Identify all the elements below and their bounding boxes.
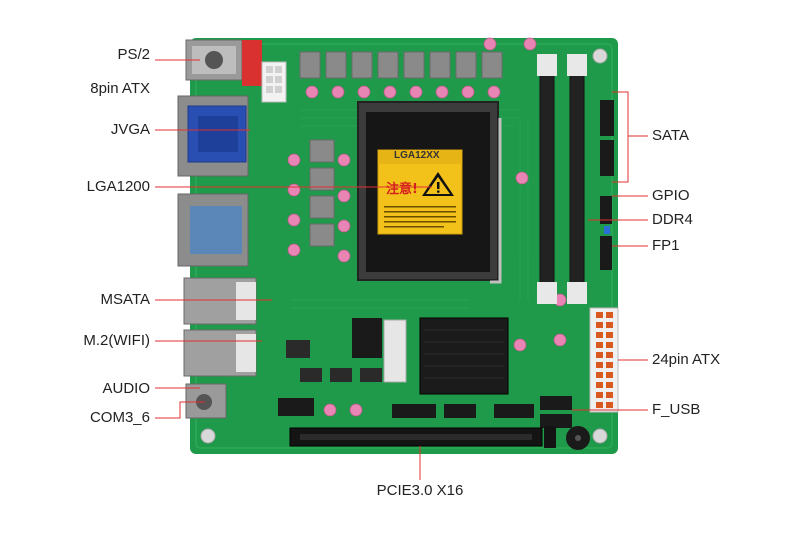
label-pcie-x16: PCIE3.0 X16 [376, 482, 464, 499]
label-24pin-atx: 24pin ATX [652, 351, 721, 368]
label-jvga: JVGA [110, 121, 150, 138]
socket-sticker-warning: 注意! [386, 182, 418, 197]
leader-lines [155, 59, 648, 480]
label-msata: MSATA [100, 291, 150, 308]
label-com3-6: COM3_6 [89, 409, 150, 426]
atx-8pin-connector [242, 40, 287, 103]
sticker-fine-print [384, 206, 456, 228]
leader-com36 [155, 401, 205, 419]
label-lga1200: LGA1200 [86, 178, 150, 195]
com-connector [177, 193, 249, 267]
leader-sata [612, 91, 629, 183]
pin-headers-bottom [278, 396, 572, 428]
capacitors [287, 37, 567, 417]
label-audio: AUDIO [102, 380, 150, 397]
atx-24pin-connector [589, 307, 619, 413]
audio-connector [185, 383, 227, 419]
label-f-usb: F_USB [652, 401, 701, 418]
pin-headers-right [600, 196, 612, 270]
pcie-x16-slot [289, 426, 556, 448]
label-ddr4: DDR4 [652, 211, 693, 228]
label-sata: SATA [652, 127, 689, 144]
warning-triangle-icon [422, 172, 454, 196]
buzzer [566, 426, 590, 450]
ps2-connector [185, 39, 243, 81]
ic-chips [286, 340, 382, 382]
label-gpio: GPIO [652, 187, 690, 204]
label-ps2: PS/2 [117, 46, 150, 63]
chipset-heatsink [419, 317, 509, 395]
ddr4-slots [537, 54, 587, 304]
vga-connector [177, 95, 249, 177]
cpu-socket-lga1200 [357, 101, 502, 284]
label-8pin-atx: 8pin ATX [90, 80, 150, 97]
socket-sticker-title: LGA12XX [394, 150, 440, 161]
vrm-chokes [299, 51, 503, 79]
left-chokes [309, 139, 335, 247]
usb-lan-stack [183, 277, 257, 377]
sata-ports [600, 100, 614, 176]
m2-slot [352, 318, 407, 383]
label-m2-wifi: M.2(WIFI) [83, 332, 150, 349]
label-fp1: FP1 [652, 237, 680, 254]
